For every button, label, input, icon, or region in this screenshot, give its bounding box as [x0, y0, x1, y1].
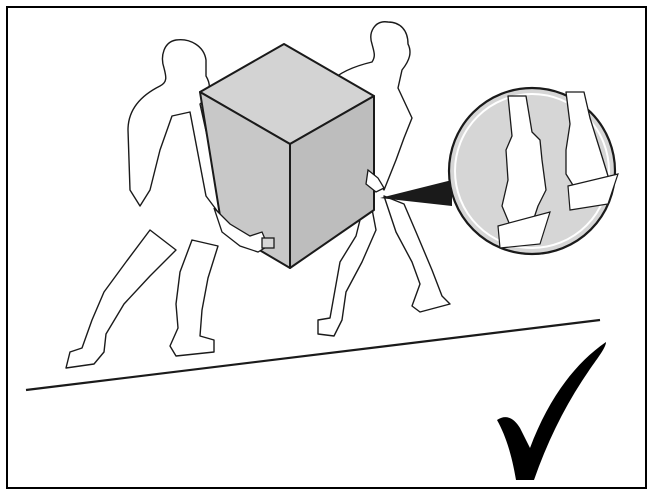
- checkmark-icon: [497, 342, 606, 480]
- rear-hands: [365, 168, 385, 193]
- front-hands: [213, 207, 275, 253]
- front-person-figure: [65, 39, 265, 369]
- detail-magnifier: [447, 86, 619, 256]
- detail-callout-pointer: [380, 180, 452, 206]
- box-side-face: [289, 95, 375, 269]
- ground-line: [25, 318, 601, 392]
